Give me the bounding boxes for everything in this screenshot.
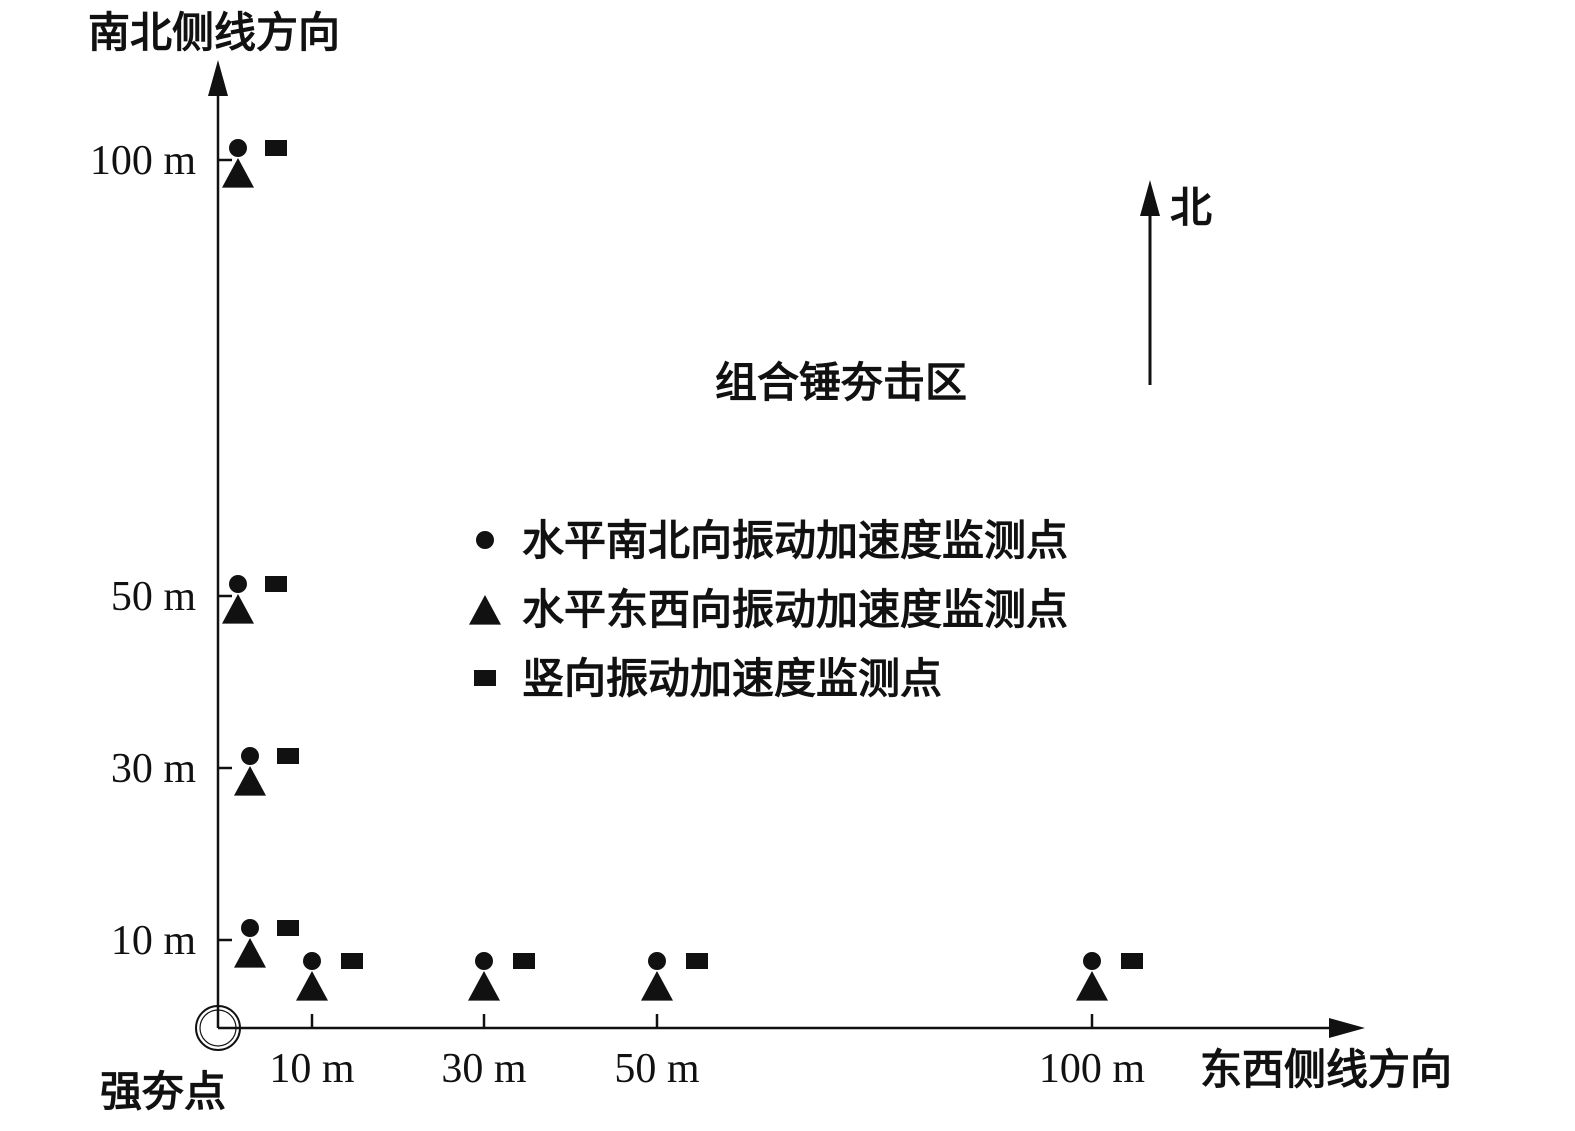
zone-label: 组合锤夯击区 [715, 358, 967, 407]
circle-marker [475, 952, 493, 970]
y-tick-label: 100 m [90, 138, 197, 184]
square-marker [474, 670, 496, 686]
triangle-marker [641, 971, 673, 1001]
triangle-marker [222, 594, 254, 624]
x-tick-label: 50 m [614, 1046, 700, 1092]
y-tick-label: 30 m [111, 746, 197, 792]
x-axis-arrow [1329, 1018, 1365, 1038]
square-marker [686, 953, 708, 969]
origin-marker [195, 1005, 241, 1051]
x-tick-group: 10 m 30 m 50 m 100 m [269, 1014, 1145, 1092]
square-marker [513, 953, 535, 969]
circle-marker [476, 531, 494, 549]
north-arrow-head [1140, 180, 1160, 216]
origin-label: 强夯点 [100, 1067, 226, 1116]
origin-marker-inner [199, 1009, 237, 1047]
circle-marker [229, 575, 247, 593]
triangle-marker [1076, 971, 1108, 1001]
x-axis-title: 东西侧线方向 [1200, 1045, 1452, 1094]
y-axis-title: 南北侧线方向 [88, 8, 340, 57]
y-tick-label: 50 m [111, 574, 197, 620]
square-marker [277, 920, 299, 936]
triangle-marker [234, 766, 266, 796]
triangle-marker [222, 158, 254, 188]
square-marker [265, 576, 287, 592]
square-marker [1121, 953, 1143, 969]
y-axis-arrow [208, 60, 228, 96]
x-tick-label: 30 m [441, 1046, 527, 1092]
circle-marker [241, 919, 259, 937]
circle-marker [648, 952, 666, 970]
x-tick-label: 100 m [1039, 1046, 1146, 1092]
square-marker [277, 748, 299, 764]
x-tick-label: 10 m [269, 1046, 355, 1092]
monitoring-point-group [222, 139, 1143, 1001]
y-tick-group: 10 m 30 m 50 m 100 m [90, 138, 232, 964]
triangle-marker [234, 938, 266, 968]
circle-marker [229, 139, 247, 157]
circle-marker [241, 747, 259, 765]
circle-marker [303, 952, 321, 970]
north-label: 北 [1170, 183, 1212, 232]
legend-label: 水平南北向振动加速度监测点 [522, 516, 1068, 565]
circle-marker [1083, 952, 1101, 970]
square-marker [341, 953, 363, 969]
legend-label: 水平东西向振动加速度监测点 [522, 585, 1068, 634]
triangle-marker [469, 595, 501, 625]
square-marker [265, 140, 287, 156]
y-tick-label: 10 m [111, 918, 197, 964]
triangle-marker [468, 971, 500, 1001]
legend-label: 竖向振动加速度监测点 [522, 654, 942, 703]
triangle-marker [296, 971, 328, 1001]
